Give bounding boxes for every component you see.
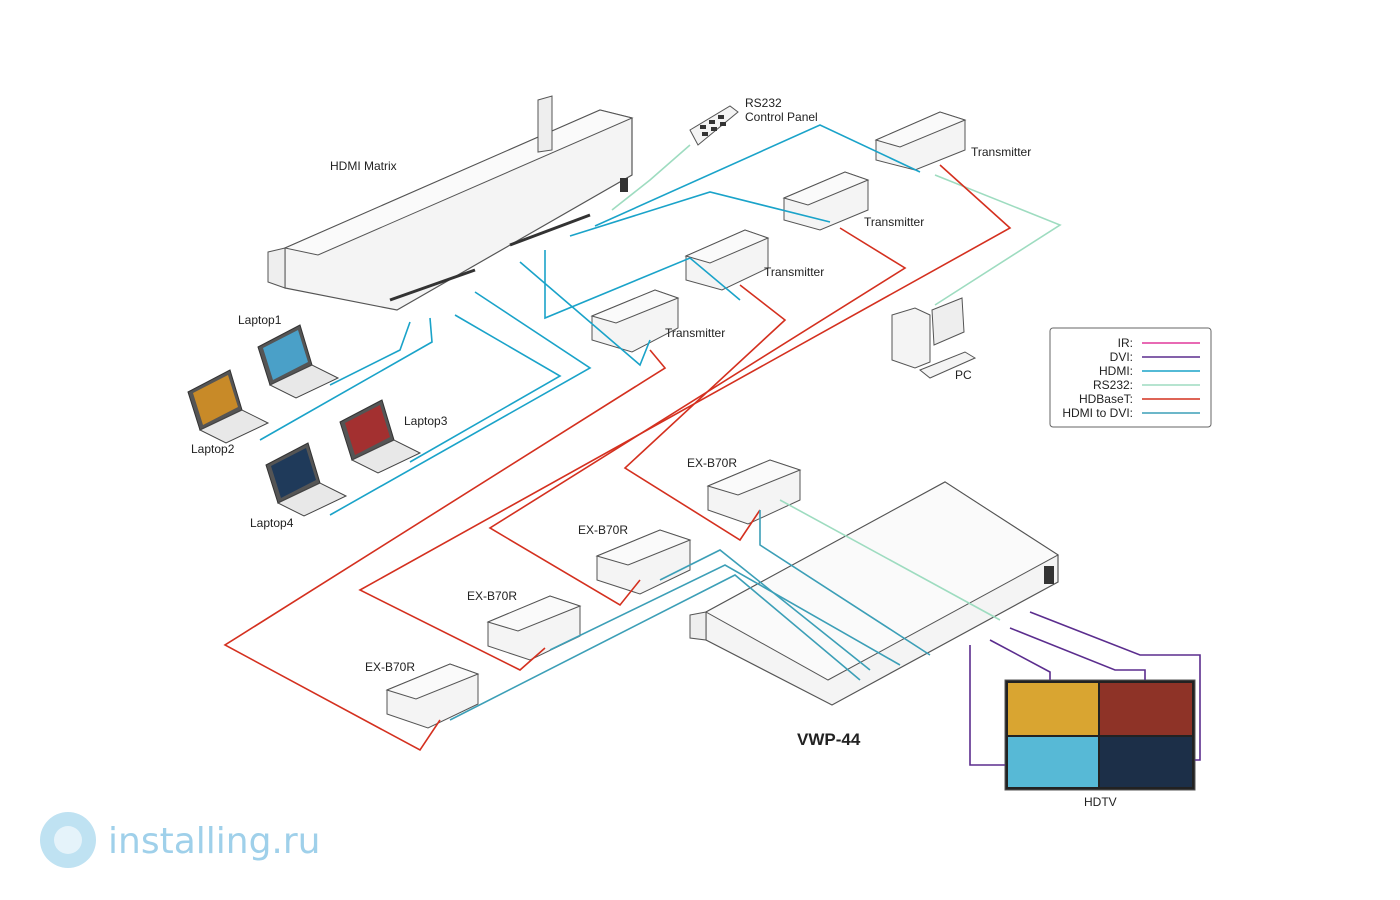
pc-device	[892, 298, 975, 378]
legend-label: HDMI:	[1099, 364, 1133, 378]
receiver-label: EX-B70R	[467, 589, 517, 603]
hdmi-cable	[330, 322, 410, 385]
laptop-device	[188, 370, 268, 443]
legend-label: IR:	[1118, 336, 1133, 350]
dvi-cable	[1010, 628, 1145, 680]
transmitter-label: Transmitter	[764, 265, 824, 279]
receiver-label: EX-B70R	[365, 660, 415, 674]
laptop4-label: Laptop4	[250, 516, 294, 530]
hdmi-matrix-device	[268, 96, 632, 310]
dvi-cable	[990, 640, 1050, 680]
receiver-label: EX-B70R	[578, 523, 628, 537]
transmitter-device	[686, 230, 768, 290]
watermark: installing.ru	[40, 812, 320, 868]
hdmi-cable	[330, 292, 590, 515]
dvi-cable	[970, 645, 1005, 765]
legend-label: RS232:	[1093, 378, 1133, 392]
laptop-device	[266, 443, 346, 516]
legend: IR: DVI: HDMI: RS232: HDBaseT: HDMI to D…	[1050, 328, 1211, 427]
receiver-device	[597, 530, 690, 594]
vwp44-label: VWP-44	[797, 730, 861, 749]
rs232-control-panel-device	[690, 106, 738, 145]
hdmi-cable	[595, 125, 920, 226]
transmitter-label: Transmitter	[665, 326, 725, 340]
receiver-label: EX-B70R	[687, 456, 737, 470]
transmitter-device	[876, 112, 965, 170]
legend-label: HDBaseT:	[1079, 392, 1133, 406]
laptop3-label: Laptop3	[404, 414, 448, 428]
hdtv-label: HDTV	[1084, 795, 1117, 809]
legend-label: DVI:	[1110, 350, 1133, 364]
hdtv-wall	[1005, 680, 1195, 790]
legend-label: HDMI to DVI:	[1062, 406, 1133, 420]
transmitter-label: Transmitter	[971, 145, 1031, 159]
rs232-panel-label: RS232	[745, 96, 782, 110]
hdmi-matrix-label: HDMI Matrix	[330, 159, 397, 173]
laptop-device	[340, 400, 420, 473]
laptop1-label: Laptop1	[238, 313, 282, 327]
pc-label: PC	[955, 368, 972, 382]
hdmi-cable	[410, 315, 560, 462]
receiver-device	[488, 596, 580, 660]
transmitter-device	[592, 290, 678, 352]
laptop2-label: Laptop2	[191, 442, 235, 456]
laptop-device	[258, 325, 338, 398]
watermark-text: installing.ru	[108, 821, 320, 862]
rs232-panel-label: Control Panel	[745, 110, 818, 124]
rs232-cable	[935, 175, 1060, 305]
transmitter-label: Transmitter	[864, 215, 924, 229]
